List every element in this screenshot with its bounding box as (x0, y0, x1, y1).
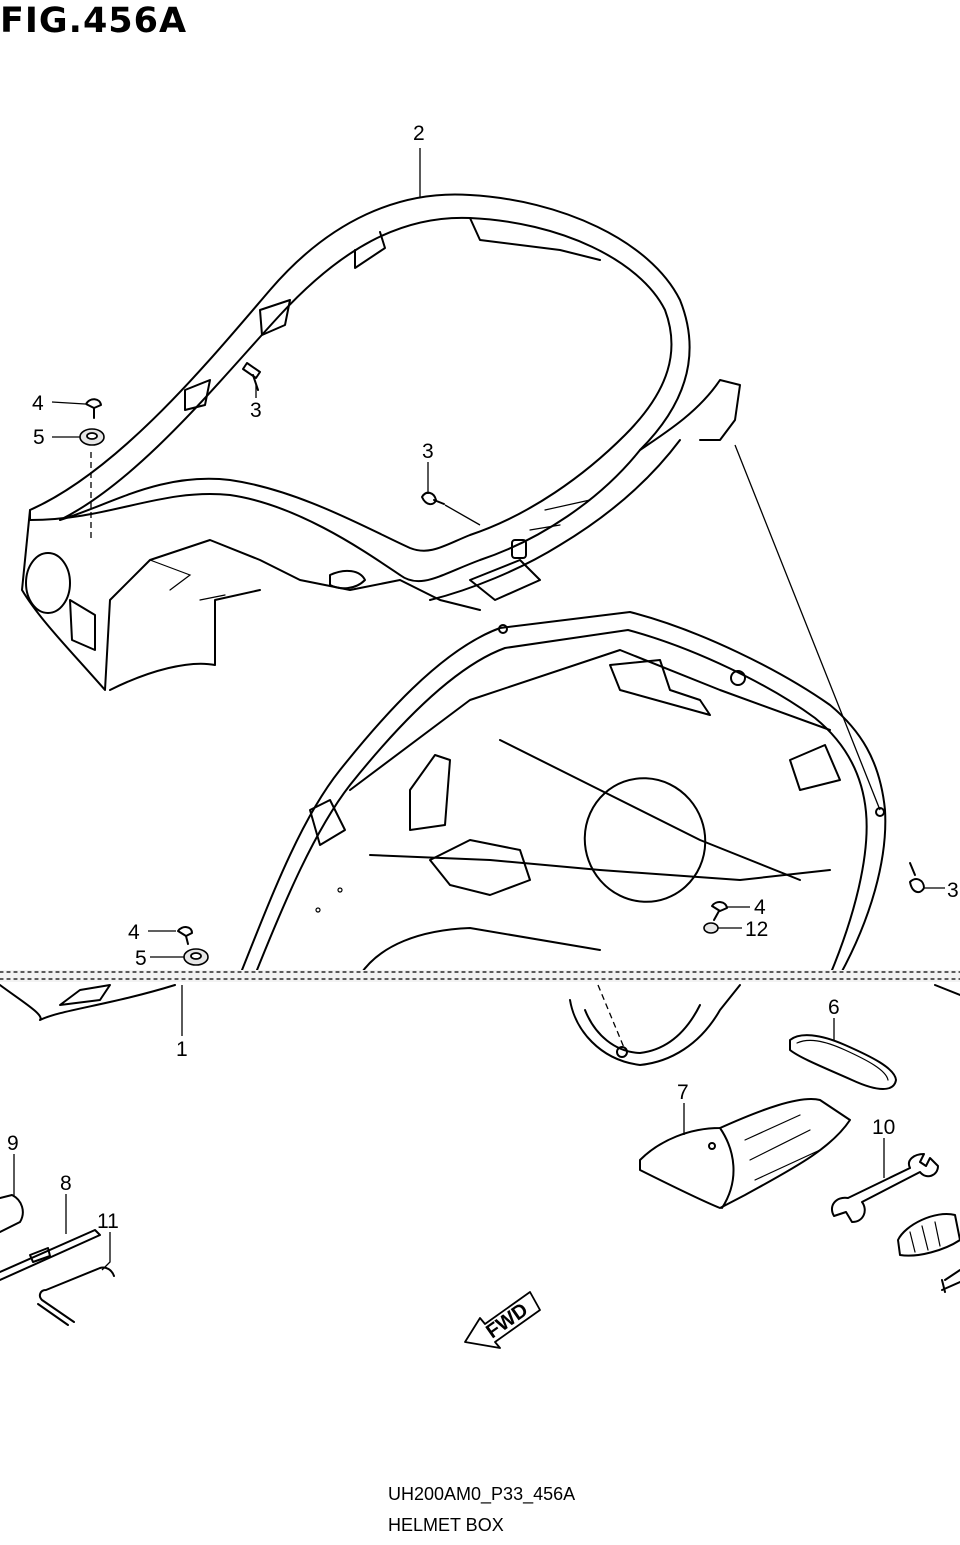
washer-12-icon (703, 922, 719, 934)
drawing-caption: HELMET BOX (388, 1515, 504, 1535)
figure-title: FIG.456A (0, 1, 188, 41)
callout-2: 2 (413, 122, 425, 145)
screw-4-left-icon (177, 926, 193, 945)
callout-4-top: 4 (32, 392, 44, 415)
part-10-wrench (830, 1153, 939, 1223)
callout-5-left: 5 (135, 947, 147, 970)
callout-3-middle: 3 (422, 440, 434, 463)
screw-3-right-icon (909, 862, 925, 894)
part-7-tool-bag (639, 1098, 851, 1209)
part-9-handle (0, 1194, 24, 1233)
callout-labels: 2 3 3 3 4 5 4 5 4 12 1 6 7 10 9 8 11 (7, 122, 959, 1233)
scan-band-texture (0, 971, 960, 980)
callout-12: 12 (745, 918, 768, 941)
part-2-frame (21, 193, 741, 691)
fwd-arrow-icon: FWD (464, 1291, 541, 1349)
screw-4-top-icon (85, 398, 102, 419)
callout-9: 9 (7, 1132, 19, 1155)
callout-6: 6 (828, 996, 840, 1019)
leader-lines (13, 148, 945, 1271)
callout-1: 1 (176, 1038, 188, 1061)
callout-10: 10 (872, 1116, 895, 1139)
callout-4-left: 4 (128, 921, 140, 944)
callout-5-top: 5 (33, 426, 45, 449)
screw-4-right-icon (711, 901, 728, 921)
screw-3-top-icon (242, 362, 261, 391)
part-6-seal (789, 1034, 897, 1090)
callout-11: 11 (97, 1210, 119, 1233)
part-1-helmet-box (0, 611, 960, 1066)
part-8-screwdriver-bit (0, 1229, 101, 1281)
washer-5-top-icon (79, 428, 105, 446)
callout-7: 7 (677, 1081, 689, 1104)
callout-3-top: 3 (250, 399, 262, 422)
part-11-hex-key (37, 1266, 115, 1326)
washer-5-left-icon (183, 948, 209, 966)
screw-3-middle-icon (421, 491, 445, 506)
screwdriver-icon (897, 1213, 960, 1293)
callout-8: 8 (60, 1172, 72, 1195)
callout-4-right: 4 (754, 896, 766, 919)
drawing-code: UH200AM0_P33_456A (388, 1484, 576, 1504)
scan-band (0, 970, 960, 982)
callout-3-right: 3 (947, 879, 959, 902)
